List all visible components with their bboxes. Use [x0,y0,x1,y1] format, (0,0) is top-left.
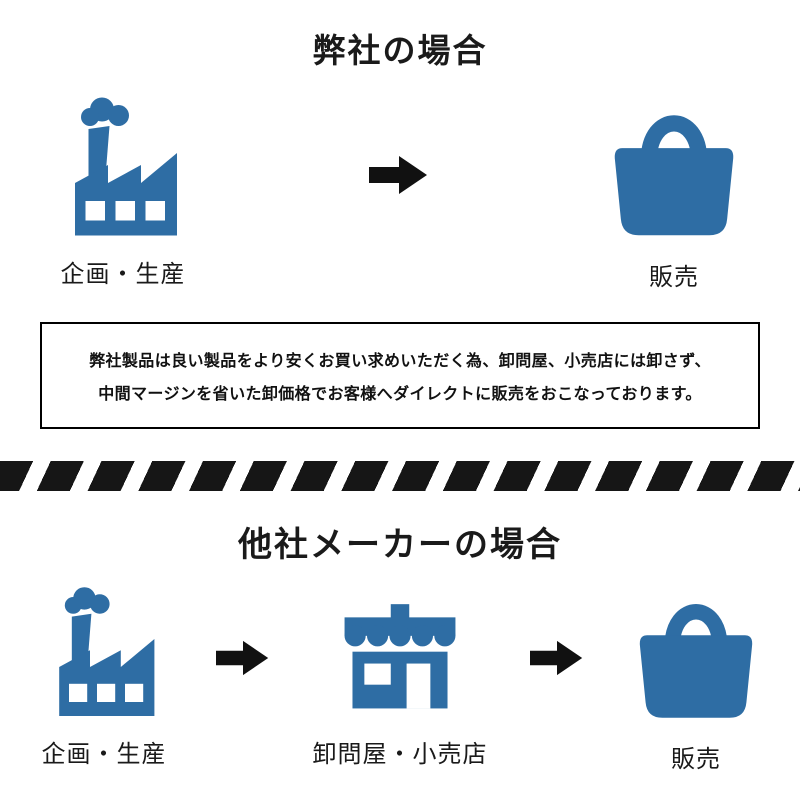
our-company-section: 弊社の場合 [0,32,800,429]
step-sales: 販売 [600,92,748,292]
arrow-right-icon [216,638,270,678]
step-label-sales: 販売 [671,746,721,773]
shopping-bag-icon [626,582,766,729]
other-makers-section: 他社メーカーの場合 [0,491,800,774]
step-label-wholesaler-retailer: 卸問屋・小売店 [312,741,488,768]
factory-icon [34,582,174,724]
step-sales: 販売 [626,582,766,774]
note-line-1: 弊社製品は良い製品をより安くお買い求めいただく為、卸問屋、小売店には卸さず、 [89,353,711,370]
step-label-sales: 販売 [649,264,699,291]
shopping-bag-icon [600,92,748,247]
other-makers-flow: 企画・生産 [0,566,800,774]
other-makers-title: 他社メーカーの場合 [238,526,562,564]
our-company-title: 弊社の場合 [312,32,488,69]
note-line-2: 中間マージンを省いた卸価格でお客様へダイレクトに販売をおこなっております。 [98,386,702,403]
factory-icon [48,92,198,244]
step-planning-production: 企画・生産 [34,582,174,769]
note-box: 弊社製品は良い製品をより安くお買い求めいただく為、卸問屋、小売店には卸さず、 中… [40,322,760,429]
step-wholesaler-retailer: 卸問屋・小売店 [313,582,488,769]
our-company-flow: 企画・生産 販売 [0,72,800,292]
arrow-right-icon [529,638,584,678]
storefront-icon [334,582,466,724]
arrow-right-icon [369,154,429,196]
step-label-planning-production: 企画・生産 [41,741,167,768]
step-planning-production: 企画・生産 [48,92,198,289]
striped-divider [0,461,800,491]
step-label-planning-production: 企画・生産 [60,261,186,288]
